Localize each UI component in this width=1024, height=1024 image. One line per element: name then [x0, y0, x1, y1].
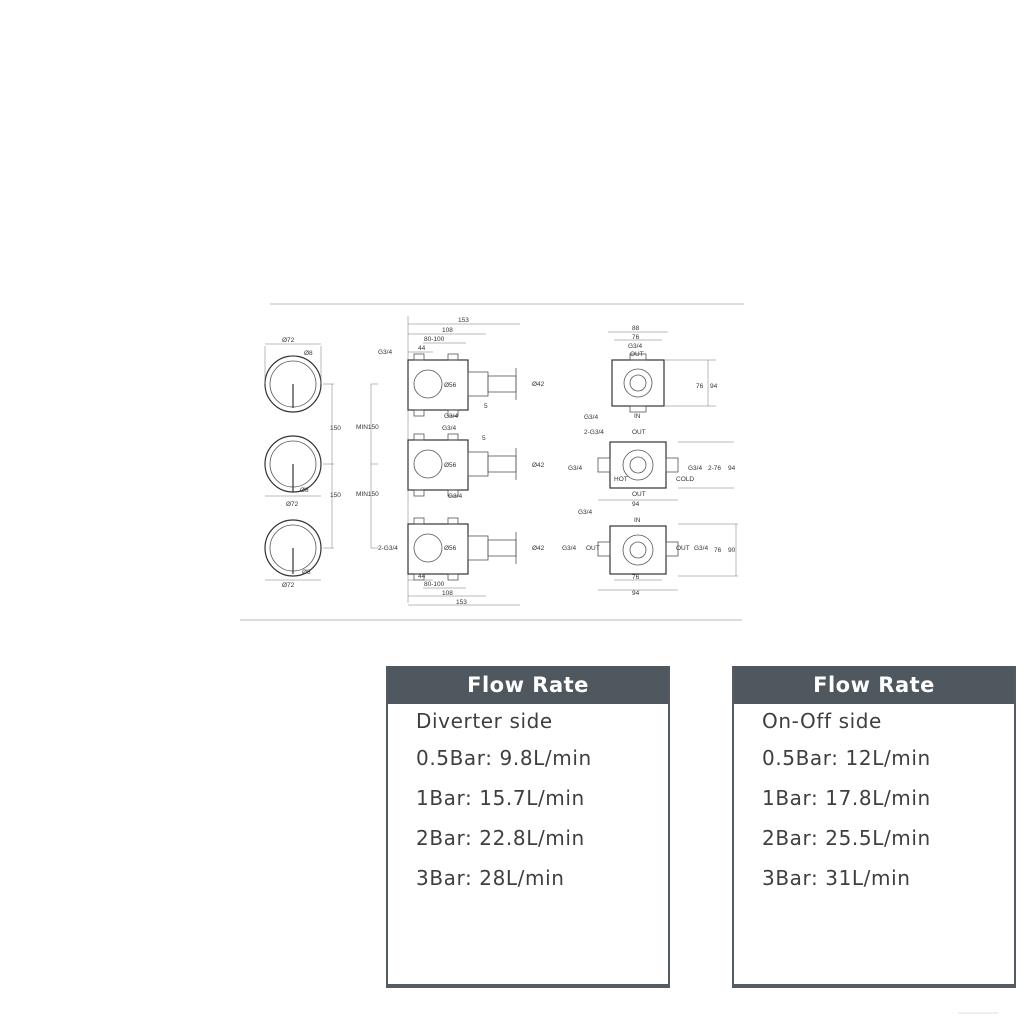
valve-middle-d42: Ø42 [532, 462, 545, 469]
rear-top-out: OUT [630, 351, 644, 358]
rear-view: 88 76 G3/4 OUT IN G3/4 76 94 2-G3/4 OUT … [562, 325, 738, 597]
spacing-150-top: 150 [330, 425, 341, 432]
plate-middle-diameter: Ø72 [286, 501, 299, 508]
rear-bot-thread-left: G3/4 [562, 545, 576, 552]
rear-mid-94: 94 [632, 501, 640, 508]
dim-80-100-bottom: 80-100 [424, 581, 445, 588]
rear-top-88: 88 [632, 325, 640, 332]
plate-top-stem: Ø8 [304, 350, 313, 357]
rear-body-bottom: G3/4 IN G3/4 OUT OUT G3/4 76 94 76 90 [562, 509, 738, 597]
side-view: MIN150 MIN150 153 108 80-100 44 G3/4 Ø56… [356, 316, 545, 606]
valve-body-bottom: 2-G3/4 Ø56 Ø42 [378, 517, 545, 581]
flow-row: 0.5Bar: 9.8L/min [416, 746, 592, 770]
panel-title: Flow Rate [734, 666, 1014, 704]
valve-bottom-d42: Ø42 [532, 545, 545, 552]
min-spacing-bottom: MIN150 [356, 491, 379, 498]
flow-rate-panel-on-off: Flow Rate On-Off side 0.5Bar: 12L/min 1B… [732, 666, 1016, 988]
rear-bot-90-v: 90 [728, 547, 736, 554]
flow-row: 2Bar: 22.8L/min [416, 826, 585, 850]
rear-mid-out: OUT [632, 429, 646, 436]
flow-row: 1Bar: 15.7L/min [416, 786, 585, 810]
rear-body-middle: 2-G3/4 OUT G3/4 G3/4 HOT COLD OUT 94 2-7… [568, 429, 736, 508]
valve-bottom-thread: 2-G3/4 [378, 545, 398, 552]
valve-middle-thread: G3/4 [442, 425, 456, 432]
valve-body-middle: G3/4 5 Ø56 Ø42 G3/4 [407, 425, 545, 500]
dim-80-100-top: 80-100 [424, 336, 445, 343]
corner-mark [958, 1012, 998, 1014]
rear-mid-thread-left: G3/4 [568, 465, 582, 472]
technical-drawing: Ø72 Ø8 Ø8 Ø72 Ø8 Ø72 150 150 [240, 303, 744, 621]
rear-mid-hot: HOT [614, 476, 628, 483]
valve-top-d42: Ø42 [532, 381, 545, 388]
flow-row: 0.5Bar: 12L/min [762, 746, 931, 770]
rear-bot-76-v: 76 [714, 547, 722, 554]
flow-row: 3Bar: 31L/min [762, 866, 911, 890]
plate-bottom-stem: Ø8 [302, 569, 311, 576]
rear-top-76: 76 [632, 334, 640, 341]
plate-top: Ø72 Ø8 [264, 337, 322, 413]
dim-108-top: 108 [442, 327, 453, 334]
valve-middle-thread-bottom: G3/4 [448, 493, 462, 500]
rear-bot-in: IN [634, 517, 641, 524]
valve-body-top: G3/4 Ø56 Ø42 5 G3/4 [378, 349, 545, 420]
dim-153-bottom: 153 [456, 599, 467, 606]
rear-top-76-v: 76 [696, 383, 704, 390]
panel-subtitle: Diverter side [416, 709, 553, 733]
rear-top-thread: G3/4 [628, 343, 642, 350]
rear-bot-thread-right: G3/4 [694, 545, 708, 552]
rear-top-94-v: 94 [710, 383, 718, 390]
min-spacing-top: MIN150 [356, 424, 379, 431]
panel-subtitle: On-Off side [762, 709, 882, 733]
valve-top-d56: Ø56 [444, 382, 457, 389]
front-plates-view: Ø72 Ø8 Ø8 Ø72 Ø8 Ø72 150 150 [264, 337, 341, 589]
rear-mid-thread-right: G3/4 [688, 465, 702, 472]
valve-middle-five: 5 [482, 435, 486, 442]
rear-mid-cold: COLD [676, 476, 694, 483]
rear-bot-thread: G3/4 [578, 509, 592, 516]
rear-mid-out-bottom: OUT [632, 491, 646, 498]
dim-44-top: 44 [418, 345, 426, 352]
rear-mid-thread: 2-G3/4 [584, 429, 604, 436]
rear-bot-94: 94 [632, 590, 640, 597]
plate-bottom-diameter: Ø72 [282, 582, 295, 589]
rear-bot-76: 76 [632, 574, 640, 581]
plate-middle-stem: Ø8 [300, 487, 309, 494]
valve-top-thread-bottom: G3/4 [444, 413, 458, 420]
rear-mid-276: 2-76 [708, 465, 721, 472]
plate-bottom: Ø8 Ø72 [264, 519, 322, 589]
dim-153-top: 153 [458, 317, 469, 324]
plate-top-diameter: Ø72 [282, 337, 295, 344]
rear-top-in: IN [634, 413, 641, 420]
spacing-150-bottom: 150 [330, 492, 341, 499]
dim-44-bottom: 44 [418, 573, 426, 580]
valve-top-five: 5 [484, 403, 488, 410]
panel-title: Flow Rate [388, 666, 668, 704]
rear-bot-out-left: OUT [586, 545, 600, 552]
rear-body-top: 88 76 G3/4 OUT IN G3/4 76 94 [584, 325, 718, 421]
valve-bottom-d56: Ø56 [444, 545, 457, 552]
valve-middle-d56: Ø56 [444, 462, 457, 469]
flow-row: 2Bar: 25.5L/min [762, 826, 931, 850]
valve-top-thread: G3/4 [378, 349, 392, 356]
rear-mid-94-v: 94 [728, 465, 736, 472]
flow-rate-panel-diverter: Flow Rate Diverter side 0.5Bar: 9.8L/min… [386, 666, 670, 988]
dim-108-bottom: 108 [442, 590, 453, 597]
flow-row: 1Bar: 17.8L/min [762, 786, 931, 810]
rear-bot-out-right: OUT [676, 545, 690, 552]
flow-row: 3Bar: 28L/min [416, 866, 565, 890]
plate-middle: Ø8 Ø72 [264, 435, 322, 508]
rear-top-thread-bottom: G3/4 [584, 414, 598, 421]
